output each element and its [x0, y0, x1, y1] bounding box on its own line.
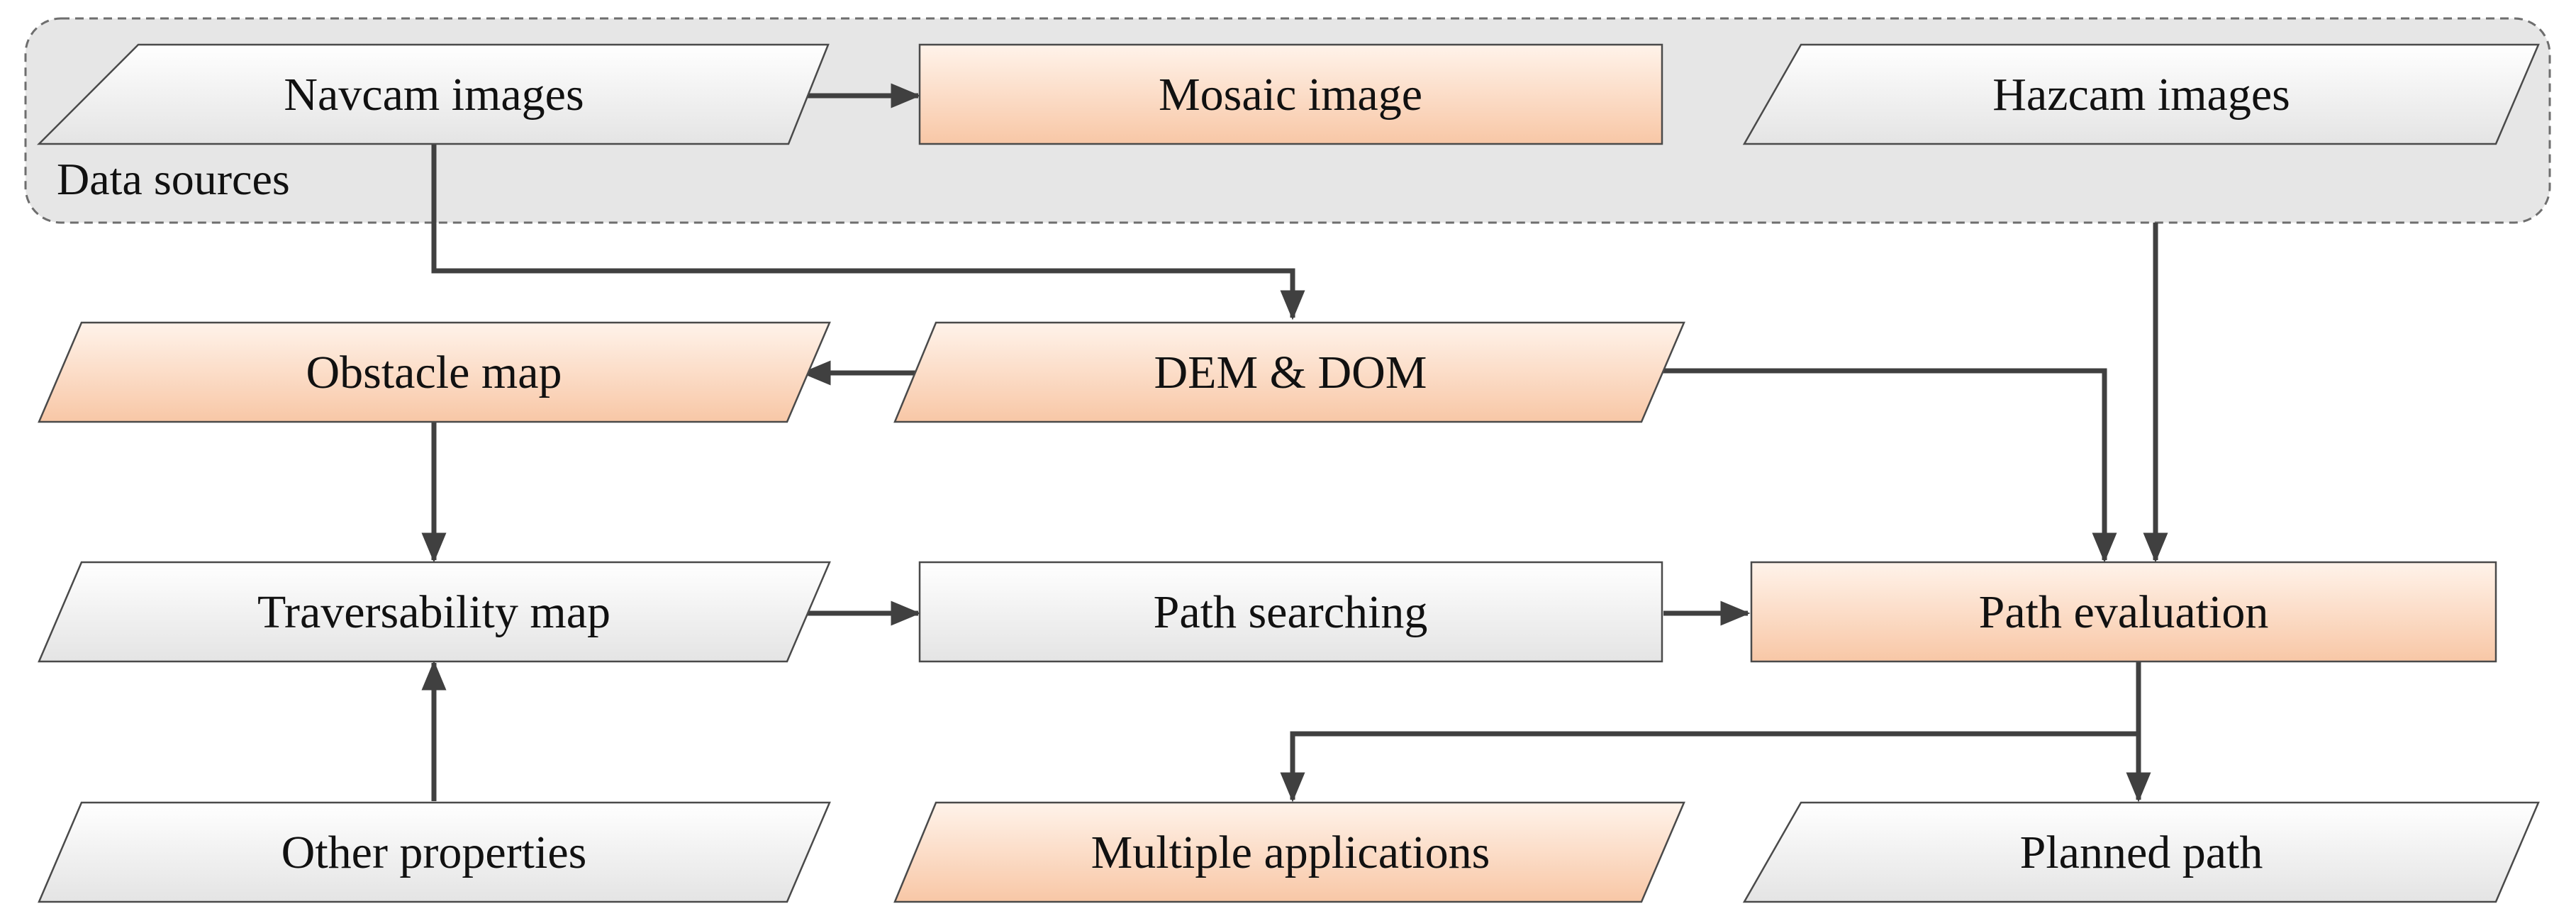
node-obstacle-map: Obstacle map	[38, 321, 831, 423]
traversability-map-shape	[38, 561, 831, 663]
path-evaluation-shape	[1750, 561, 2497, 663]
node-dem-dom: DEM & DOM	[893, 321, 1685, 423]
hazcam-images-shape	[1742, 43, 2540, 145]
planned-path-label: Planned path	[2020, 827, 2263, 878]
edge-path-evaluation-to-multiple-applications	[1280, 662, 2141, 803]
node-navcam-images: Navcam images	[36, 43, 830, 145]
node-other-properties: Other properties	[38, 801, 831, 903]
traversability-map-label: Traversability map	[257, 586, 610, 638]
multiple-applications-label: Multiple applications	[1091, 827, 1490, 878]
path-evaluation-label: Path evaluation	[1979, 586, 2269, 638]
navcam-images-shape	[36, 43, 830, 145]
dem-dom-shape	[893, 321, 1685, 423]
node-path-searching: Path searching	[918, 561, 1663, 663]
node-multiple-applications: Multiple applications	[893, 801, 1685, 903]
mosaic-image-label: Mosaic image	[1159, 69, 1422, 121]
multiple-applications-shape	[893, 801, 1685, 903]
edge-navcam-to-dem-dom	[431, 144, 1305, 320]
obstacle-map-label: Obstacle map	[306, 347, 562, 398]
planned-path-shape	[1742, 801, 2540, 903]
edge-dem-dom-to-path-evaluation	[1661, 368, 2117, 563]
dem-dom-label: DEM & DOM	[1154, 347, 1427, 398]
other-properties-shape	[38, 801, 831, 903]
node-mosaic-image: Mosaic image	[918, 43, 1663, 145]
node-traversability-map: Traversability map	[38, 561, 831, 663]
obstacle-map-shape	[38, 321, 831, 423]
other-properties-label: Other properties	[281, 827, 587, 878]
hazcam-images-label: Hazcam images	[1992, 69, 2290, 121]
path-searching-shape	[918, 561, 1663, 663]
node-path-evaluation: Path evaluation	[1750, 561, 2497, 663]
mosaic-image-shape	[918, 43, 1663, 145]
navcam-images-label: Navcam images	[284, 69, 584, 121]
node-hazcam-images: Hazcam images	[1742, 43, 2540, 145]
edges	[421, 83, 2168, 803]
node-planned-path: Planned path	[1742, 801, 2540, 903]
data-sources-group-label: Data sources	[57, 154, 290, 204]
path-searching-label: Path searching	[1154, 586, 1428, 638]
